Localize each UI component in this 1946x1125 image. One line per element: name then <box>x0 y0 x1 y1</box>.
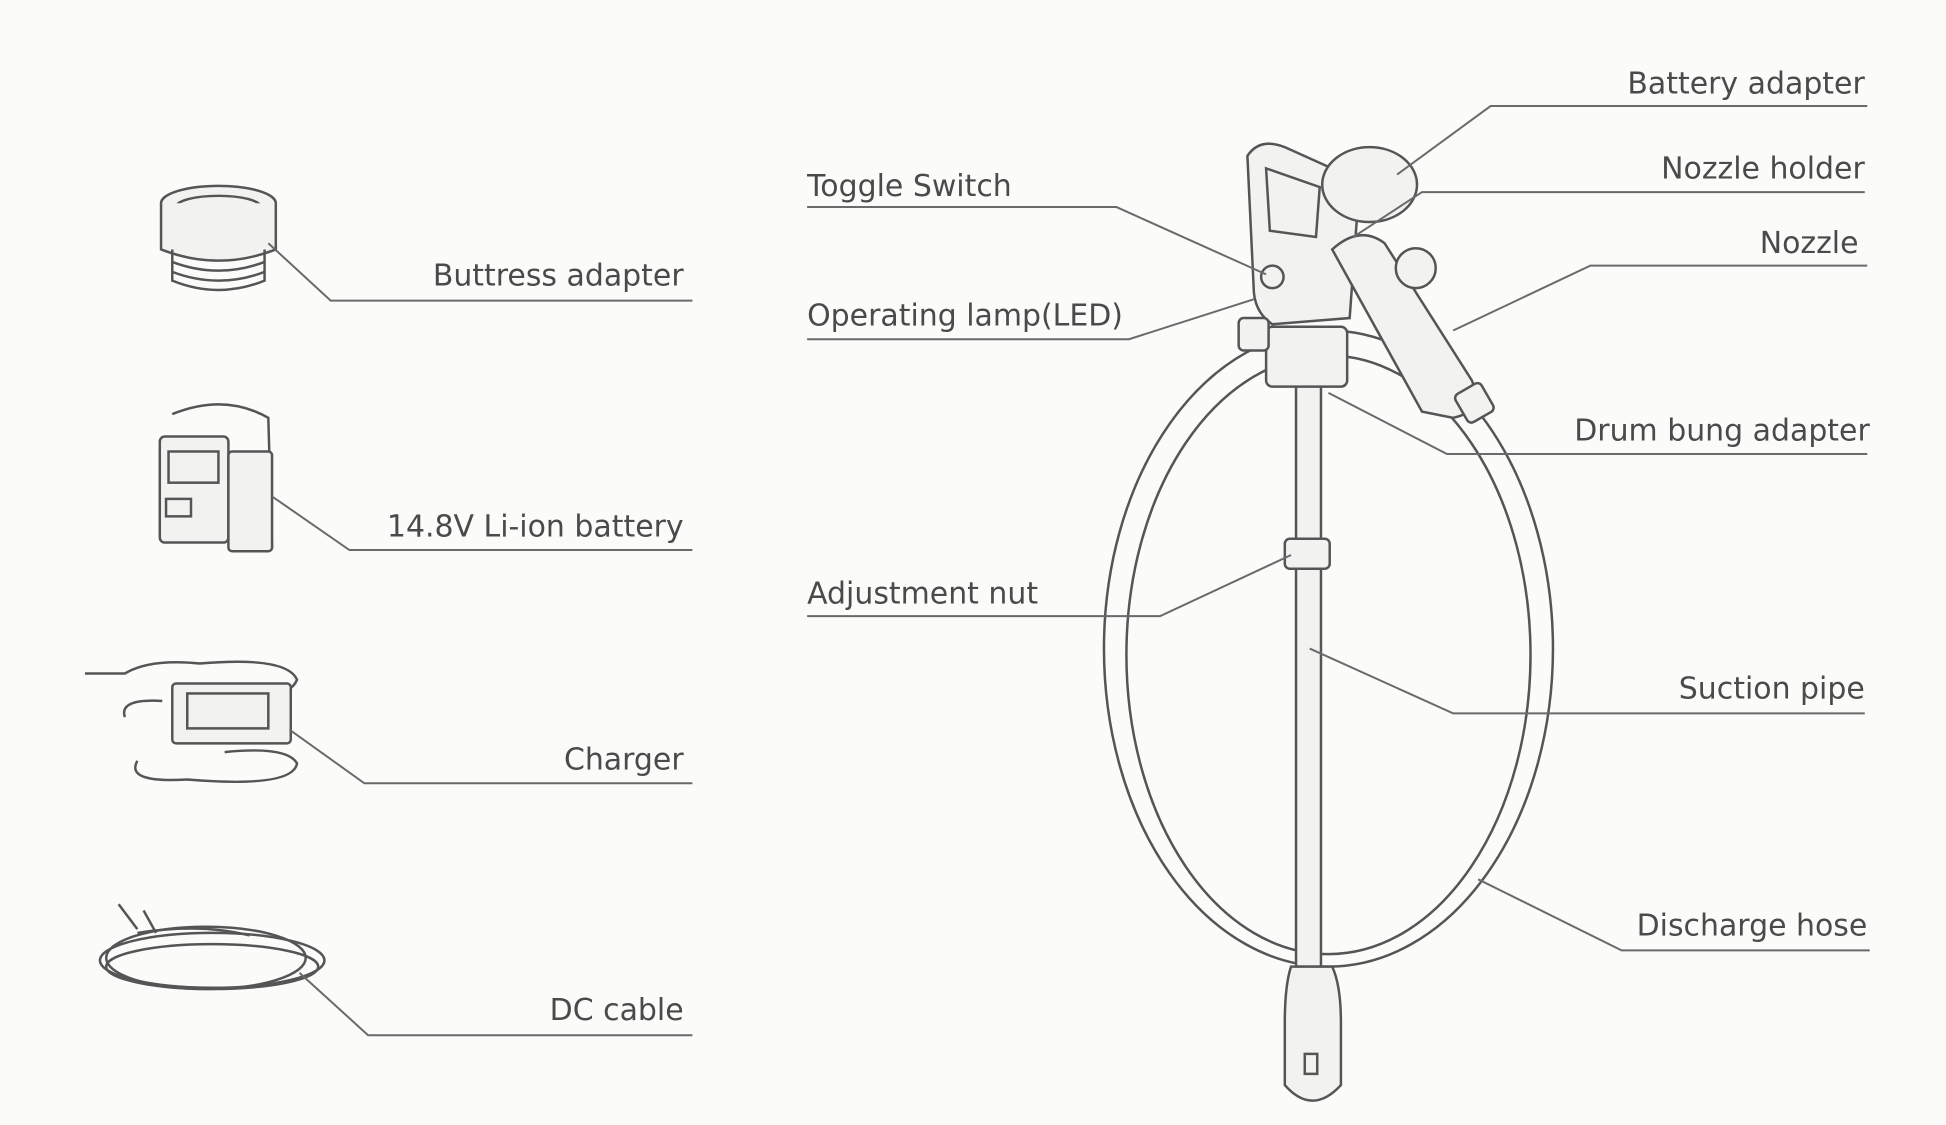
nozzle-holder-label: Nozzle holder <box>1661 151 1865 186</box>
adjustment-nut-leader <box>807 554 1292 618</box>
drum-bung-adapter-leader <box>1328 391 1868 455</box>
adjustment-nut-label: Adjustment nut <box>807 577 1038 612</box>
toggle-switch-leader <box>807 206 1267 276</box>
battery-leader <box>271 495 693 552</box>
charger-illustration <box>84 660 299 784</box>
dc-cable-label: DC cable <box>550 993 684 1028</box>
operating-lamp-leader <box>807 298 1254 341</box>
dc-cable-illustration <box>98 903 326 991</box>
suction-pipe-label: Suction pipe <box>1679 671 1865 706</box>
discharge-hose-label: Discharge hose <box>1637 908 1868 943</box>
drum-pump-illustration <box>1102 142 1555 1102</box>
dc-cable-leader <box>298 972 693 1037</box>
buttress-adapter-leader <box>267 242 693 302</box>
charger-label: Charger <box>564 743 684 778</box>
battery-adapter-label: Battery adapter <box>1627 67 1865 102</box>
battery-illustration <box>158 403 274 553</box>
toggle-switch-label: Toggle Switch <box>806 169 1012 204</box>
battery-label: 14.8V Li-ion battery <box>387 509 684 544</box>
operating-lamp-label: Operating lamp(LED) <box>807 299 1123 334</box>
suction-pipe-leader <box>1309 647 1865 715</box>
nozzle-leader <box>1452 264 1868 332</box>
drum-bung-adapter-label: Drum bung adapter <box>1574 413 1870 448</box>
battery-adapter-leader <box>1396 105 1868 176</box>
nozzle-holder-leader <box>1352 191 1865 238</box>
buttress-adapter-label: Buttress adapter <box>433 259 684 294</box>
discharge-hose-leader <box>1477 878 1870 952</box>
nozzle-label: Nozzle <box>1760 226 1859 261</box>
buttress-adapter-illustration <box>159 184 278 292</box>
charger-leader <box>288 728 693 785</box>
